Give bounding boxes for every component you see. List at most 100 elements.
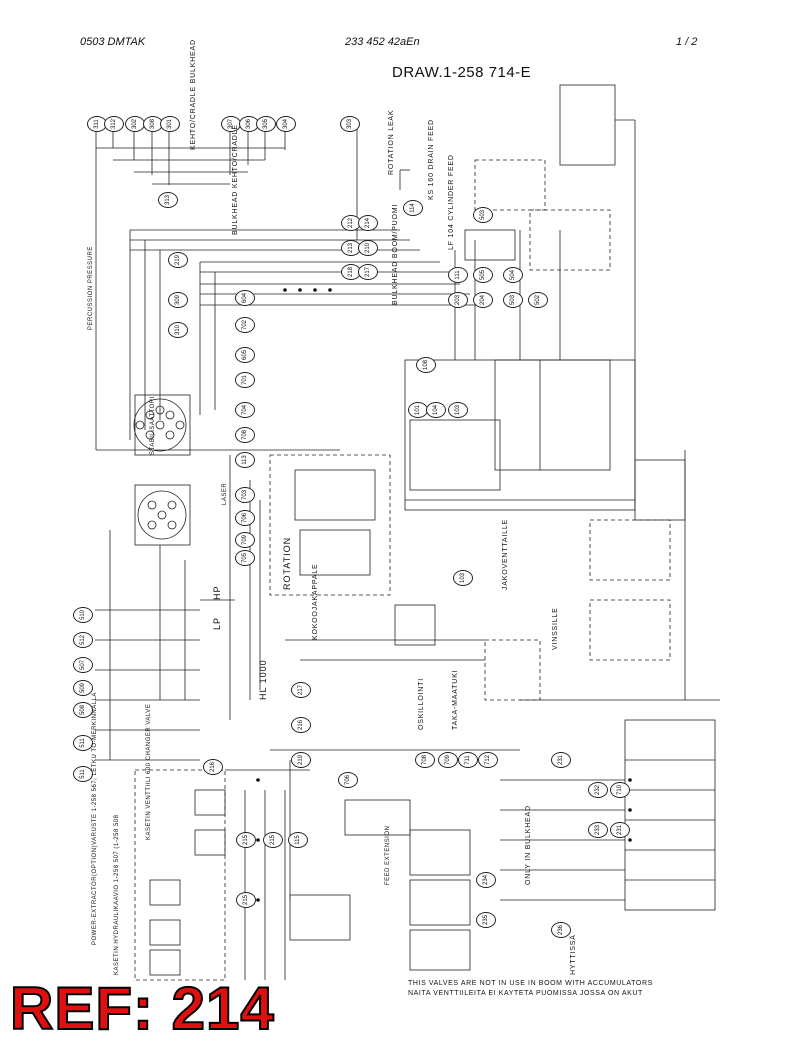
label-vinssille: VINSSILLE — [552, 607, 559, 650]
label-feed-extension: FEED EXTENSION — [385, 825, 391, 885]
hose-balloon: 503 — [473, 207, 493, 223]
hose-balloon: 305 — [256, 116, 276, 132]
stabilizer-connector-lower — [134, 484, 191, 546]
hose-balloon: 511 — [73, 735, 93, 751]
hose-balloon: 704 — [235, 402, 255, 418]
hose-balloon: 709 — [235, 532, 255, 548]
header-doc-code: 0503 DMTAK — [80, 36, 146, 48]
hose-balloon: 219 — [291, 752, 311, 768]
label-kokoojakappale: KOKOOJAKAPPALE — [312, 563, 319, 640]
reference-stamp: REF: 214 — [9, 974, 275, 1043]
hose-balloon: 235 — [476, 912, 496, 928]
hose-balloon: 711 — [458, 752, 478, 768]
label-lf104-cylinder-feed: LF 104 CYLINDER FEED — [448, 154, 455, 250]
hose-balloon: 216 — [291, 717, 311, 733]
hose-balloon: 217 — [291, 682, 311, 698]
hose-balloon: 303 — [340, 116, 360, 132]
hose-balloon: 512 — [73, 632, 93, 648]
label-kasetin-venttiili: KASETIN VENTTIILI 600 CHANGER VALVE — [146, 703, 152, 840]
hose-balloon: 103 — [448, 402, 468, 418]
hose-balloon: 115 — [288, 832, 308, 848]
label-rotation: ROTATION — [282, 536, 292, 590]
label-jakoventtaille: JAKOVENTTAILLE — [502, 519, 509, 590]
note-finnish: NAITA VENTTIILEITA EI KAYTETA PUOMISSA J… — [408, 990, 643, 997]
hose-balloon: 214 — [358, 215, 378, 231]
hose-balloon: 705 — [235, 550, 255, 566]
hose-balloon: 219 — [168, 252, 188, 268]
hose-balloon: 232 — [588, 782, 608, 798]
note-english: THIS VALVES ARE NOT IN USE IN BOOM WITH … — [408, 980, 653, 987]
hose-balloon: 604 — [235, 290, 255, 306]
hose-balloon: 108 — [416, 357, 436, 373]
hose-balloon: 217 — [358, 264, 378, 280]
top-hose-leaders — [95, 130, 340, 451]
hose-balloon: 313 — [158, 192, 178, 208]
label-oskillointi: OSKILLOINTI — [418, 678, 425, 730]
hose-balloon: 233 — [588, 822, 608, 838]
label-ks160-drain-feed: KS 160 DRAIN FEED — [428, 119, 435, 200]
hose-balloon: 111 — [448, 267, 468, 283]
label-power-extractor: POWER-EXTRACTOR(OPTION)VARUSTE 1-258 567… — [92, 692, 98, 945]
label-kehto-cradle-bulkhead: KEHTO/CRADLE BULKHEAD — [190, 39, 197, 150]
hose-balloon: 702 — [235, 317, 255, 333]
hose-balloon: 234 — [476, 872, 496, 888]
hose-balloon: 302 — [125, 116, 145, 132]
label-percussion-pressure: PERCUSSION PRESSURE — [88, 246, 94, 330]
hose-balloon: 507 — [73, 657, 93, 673]
stabilizer-connector-upper — [133, 394, 191, 456]
hose-balloon: 312 — [104, 116, 124, 132]
hose-balloon: 605 — [235, 347, 255, 363]
hose-balloon: 505 — [473, 267, 493, 283]
hose-balloon: 701 — [235, 372, 255, 388]
hose-balloon: 503 — [503, 292, 523, 308]
hose-balloon: 708 — [235, 427, 255, 443]
header-page-number: 1 / 2 — [676, 36, 698, 48]
hose-balloon: 510 — [73, 607, 93, 623]
hose-balloon: 706 — [338, 772, 358, 788]
hose-balloon: 502 — [528, 292, 548, 308]
label-laser: LASER — [222, 482, 228, 505]
label-hp: HP — [212, 585, 222, 600]
hose-balloon: 215 — [236, 832, 256, 848]
hose-balloon: 310 — [168, 322, 188, 338]
label-bulkhead-boom-puomi: BULKHEAD BOOM/PUOMI — [392, 203, 399, 305]
hose-balloon: 708 — [415, 752, 435, 768]
hose-balloon: 709 — [438, 752, 458, 768]
hose-balloon: 309 — [168, 292, 188, 308]
hose-balloon: 509 — [73, 680, 93, 696]
hose-balloon: 114 — [403, 200, 423, 216]
label-bulkhead-kehto-cradle: BULKHEAD KEHTO/CRADLE — [232, 124, 239, 235]
hose-balloon: 101 — [408, 402, 428, 418]
hose-balloon: 508 — [73, 702, 93, 718]
drain-feed-block — [464, 84, 636, 500]
hose-balloon: 712 — [478, 752, 498, 768]
hose-balloon: 203 — [448, 292, 468, 308]
bottom-center-valves — [270, 749, 520, 971]
hose-balloon: 113 — [235, 452, 255, 468]
hose-balloon: 215 — [236, 892, 256, 908]
hose-balloon: 236 — [551, 922, 571, 938]
cassette-valve-stack — [134, 769, 310, 981]
hose-balloon: 231 — [551, 752, 571, 768]
junction-dots — [256, 288, 632, 902]
label-hl1000: HL 1000 — [258, 659, 268, 700]
label-taka-maatuki: TAKA-MAATUKI — [452, 669, 459, 730]
hose-balloon: 703 — [235, 487, 255, 503]
right-side-valves — [520, 450, 720, 701]
hose-balloon: 710 — [610, 782, 630, 798]
left-hose-leaders — [95, 530, 235, 761]
hose-balloon: 304 — [276, 116, 296, 132]
hose-balloon: 204 — [473, 292, 493, 308]
hose-balloon: 301 — [160, 116, 180, 132]
label-stabilisaattori: STABILISAATTORI — [150, 396, 156, 455]
label-kasetin-hydraulikaavio: KASETIN HYDRAULIKAAVIO 1-258 507 (1-258 … — [114, 814, 120, 975]
label-only-in-bulkhead: ONLY IN BULKHEAD — [525, 805, 532, 885]
hose-balloon: 215 — [263, 832, 283, 848]
hose-balloon: 210 — [358, 240, 378, 256]
bottom-right-valve-stack — [500, 719, 716, 911]
hose-balloon: 216 — [203, 759, 223, 775]
label-hyttissa: HYTTISSÄ — [570, 934, 577, 975]
oscillation-block — [285, 604, 541, 701]
label-rotation-leak: ROTATION LEAK — [388, 109, 395, 175]
drawing-title: DRAW.1-258 714-E — [392, 64, 532, 81]
